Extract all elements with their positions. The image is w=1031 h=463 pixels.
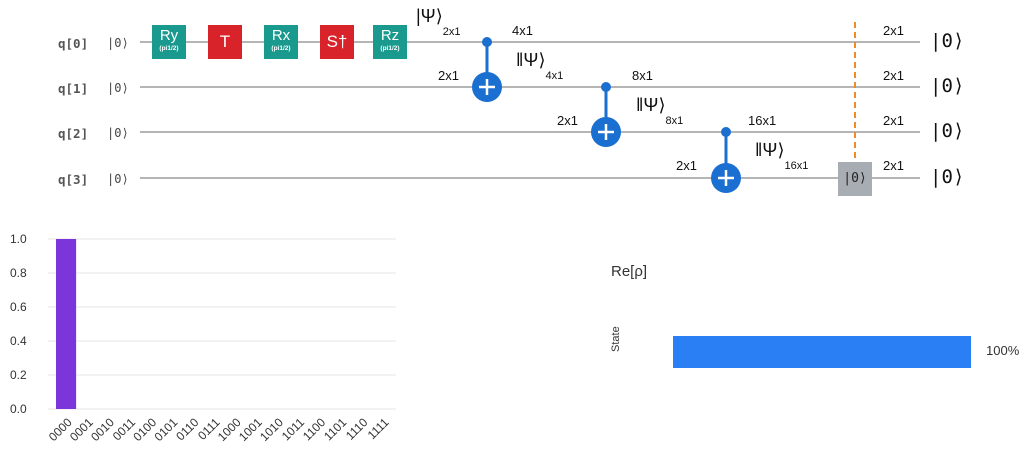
state-vector-annotation-4: ‖Ψ⟩16x1 bbox=[755, 140, 808, 172]
dimension-label: 2x1 bbox=[557, 113, 578, 128]
density-matrix-title: Re[ρ] bbox=[611, 263, 648, 280]
y-tick-label: 0.0 bbox=[10, 402, 27, 416]
y-tick-label: 0.6 bbox=[10, 300, 27, 314]
cnot-gate-2[interactable] bbox=[591, 82, 621, 147]
y-tick-label: 0.4 bbox=[10, 334, 27, 348]
psi-symbol: ‖Ψ⟩ bbox=[636, 95, 666, 115]
psi-dimension: 8x1 bbox=[665, 115, 684, 127]
cnot-target-icon bbox=[711, 163, 741, 193]
x-tick-label: 1110 bbox=[343, 415, 371, 443]
rz-gate-name: Rz bbox=[380, 27, 400, 44]
psi-dimension: 2x1 bbox=[442, 26, 461, 38]
cnot-target-icon bbox=[472, 72, 502, 102]
qubit-init-1[interactable]: |0⟩ bbox=[107, 81, 129, 95]
density-matrix-ylabel: State bbox=[610, 326, 622, 352]
cnot-gate-1[interactable] bbox=[472, 37, 502, 102]
reset-gate-name: |0⟩ bbox=[843, 171, 867, 186]
cnot-control-dot bbox=[721, 127, 731, 137]
t-gate[interactable]: T bbox=[208, 25, 242, 59]
qubit-init-0[interactable]: |0⟩ bbox=[107, 36, 129, 50]
rz-gate[interactable]: Rz (pi1/2) bbox=[373, 25, 407, 59]
psi-symbol: ‖Ψ⟩ bbox=[755, 140, 785, 160]
output-ket-3: |0⟩ bbox=[930, 166, 965, 188]
qubit-label-1: q[1] bbox=[58, 81, 89, 96]
cnot-control-dot bbox=[482, 37, 492, 47]
dimension-label: 4x1 bbox=[512, 23, 533, 38]
s-dagger-gate[interactable]: S† bbox=[320, 25, 354, 59]
output-ket-1: |0⟩ bbox=[930, 75, 965, 97]
histogram-bar bbox=[56, 239, 77, 409]
y-tick-label: 1.0 bbox=[10, 232, 27, 246]
cnot-target-icon bbox=[591, 117, 621, 147]
output-dimension-1: 2x1 bbox=[883, 68, 904, 83]
ry-gate-param: (pi1/2) bbox=[159, 45, 179, 52]
circuit-canvas bbox=[140, 22, 920, 193]
state-vector-annotation-1: |Ψ⟩2x1 bbox=[416, 6, 461, 38]
psi-symbol: |Ψ⟩ bbox=[416, 6, 443, 26]
qubit-label-2: q[2] bbox=[58, 126, 89, 141]
qubit-label-0: q[0] bbox=[58, 36, 89, 51]
rx-gate[interactable]: Rx (pi1/2) bbox=[264, 25, 298, 59]
output-dimension-3: 2x1 bbox=[883, 158, 904, 173]
qubit-label-3: q[3] bbox=[58, 172, 89, 187]
dimension-label: 2x1 bbox=[676, 158, 697, 173]
rx-gate-param: (pi1/2) bbox=[271, 45, 291, 52]
state-vector-annotation-3: ‖Ψ⟩8x1 bbox=[636, 95, 683, 127]
output-ket-2: |0⟩ bbox=[930, 120, 965, 142]
psi-dimension: 16x1 bbox=[784, 160, 809, 172]
t-gate-name: T bbox=[219, 32, 231, 51]
psi-symbol: ‖Ψ⟩ bbox=[516, 50, 546, 70]
rx-gate-name: Rx bbox=[271, 27, 291, 44]
y-tick-label: 0.8 bbox=[10, 266, 27, 280]
cnot-control-dot bbox=[601, 82, 611, 92]
probability-histogram: 0.00.20.40.60.81.00000000100100011010001… bbox=[10, 232, 396, 444]
state-vector-annotation-2: ‖Ψ⟩4x1 bbox=[516, 50, 563, 82]
output-dimension-2: 2x1 bbox=[883, 113, 904, 128]
density-matrix-value-label: 100% bbox=[986, 343, 1020, 358]
qubit-init-3[interactable]: |0⟩ bbox=[107, 172, 129, 186]
s-dagger-gate-name: S† bbox=[326, 32, 348, 51]
dimension-label: 16x1 bbox=[748, 113, 777, 128]
reset-gate[interactable]: |0⟩ bbox=[838, 162, 872, 196]
rz-gate-param: (pi1/2) bbox=[380, 45, 400, 52]
psi-dimension: 4x1 bbox=[545, 70, 564, 82]
density-matrix-bar bbox=[673, 336, 971, 368]
qubit-init-2[interactable]: |0⟩ bbox=[107, 126, 129, 140]
dimension-label: 8x1 bbox=[632, 68, 653, 83]
output-dimension-0: 2x1 bbox=[883, 23, 904, 38]
dimension-label: 2x1 bbox=[438, 68, 459, 83]
cnot-gate-3[interactable] bbox=[711, 127, 741, 193]
y-tick-label: 0.2 bbox=[10, 368, 27, 382]
ry-gate-name: Ry bbox=[159, 27, 179, 44]
output-ket-0: |0⟩ bbox=[930, 30, 965, 52]
x-tick-label: 1111 bbox=[365, 415, 392, 442]
ry-gate[interactable]: Ry (pi1/2) bbox=[152, 25, 186, 59]
